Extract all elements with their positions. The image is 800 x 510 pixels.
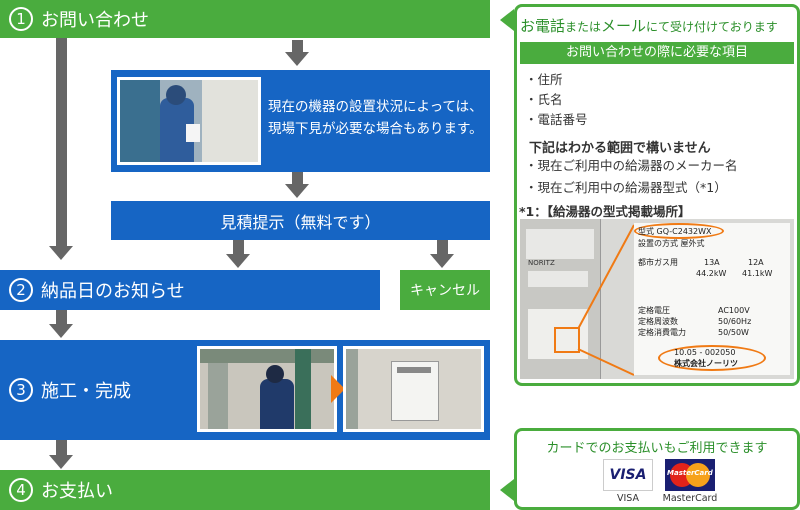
plate-model-number: GQ-C2432WX [656,227,712,236]
step1-bar: 1 お問い合わせ [0,0,490,38]
optional-item: ・現在ご利用中の給湯器型式（*1） [525,180,727,195]
flow-line-step2-3 [56,310,67,324]
required-items-list: ・住所 ・氏名 ・電話番号 [525,70,588,130]
plate-v3: 50/50W [718,328,749,337]
step2-label: 納品日のお知らせ [41,281,185,302]
plate-serial: 10.05 - 002050 [674,348,736,357]
required-items-bar: お問い合わせの際に必要な項目 [520,42,794,64]
step4-bar: 4 お支払い [0,470,490,510]
required-item: ・電話番号 [525,112,588,127]
model-location-note: *1：【給湯器の型式掲載場所】 [519,204,691,219]
visa-logo: VISA [603,459,653,491]
optional-heading: 下記はわかる範囲で構いません [529,141,711,156]
step1-label: お問い合わせ [41,10,149,31]
step3-number: 3 [9,378,33,402]
plate-v1: AC100V [718,306,750,315]
rating-plate: 型式 GQ-C2432WX 設置の方式 屋外式 都市ガス用 13A 12A 44… [634,223,790,375]
payment-panel: カードでのお支払いもご利用できます VISA VISA MasterCard M… [514,428,800,510]
flow-arrow-to-survey [285,52,309,66]
step2-bar: 2 納品日のお知らせ [0,270,380,310]
plate-kw1: 44.2kW [696,269,727,278]
optional-item: ・現在ご利用中の給湯器のメーカー名 [525,158,738,173]
install-photo-after [343,346,484,432]
plate-12a: 12A [748,258,764,267]
contact-heading-mail: メール [601,17,647,35]
step4-label: お支払い [41,481,113,502]
model-number-highlight [634,223,724,239]
step3-label: 施工・完成 [41,381,131,402]
required-item: ・住所 [525,72,563,87]
cancel-box: キャンセル [400,270,490,310]
payment-heading: カードでのお支払いもご利用できます [546,441,768,456]
flow-line-to-estimate [292,172,303,186]
optional-items-list: ・現在ご利用中の給湯器のメーカー名 ・現在ご利用中の給湯器型式（*1） [525,155,738,199]
estimate-label: 見積提示（無料です） [220,212,381,232]
flow-arrow-to-cancel [430,254,454,268]
plate-kw2: 41.1kW [742,269,773,278]
install-arrow-icon [331,375,345,403]
zoom-connector [577,224,635,376]
required-item: ・氏名 [525,92,563,107]
visa-logo-text: VISA [609,467,647,483]
heater-brand: NORITZ [528,259,555,267]
cancel-label: キャンセル [410,283,480,299]
plate-v2-key: 定格周波数 [638,317,678,326]
estimate-bar: 見積提示（無料です） [111,201,490,240]
survey-photo [117,77,261,165]
contact-panel-pointer [500,9,514,31]
contact-heading-post: にて受け付けております [646,20,778,34]
flow-arrow-to-step2 [49,246,73,260]
flow-arrow-to-delivery [226,254,250,268]
plate-gas: 都市ガス用 [638,258,678,267]
mastercard-label: MasterCard [662,493,718,504]
flow-arrow-to-step3 [49,324,73,338]
contact-heading: お電話またはメールにて受け付けております [520,15,778,36]
payment-panel-pointer [500,479,514,501]
mastercard-logo-text: MasterCard [667,469,713,477]
plate-13a: 13A [704,258,720,267]
flow-line-to-survey [292,40,303,54]
step1-number: 1 [9,7,33,31]
flow-line-step3-4 [56,440,67,456]
plate-line2: 設置の方式 屋外式 [638,239,705,248]
flow-line-left [56,38,67,246]
plate-v2: 50/60Hz [718,317,752,326]
contact-heading-or: または [565,20,602,34]
flow-arrow-to-estimate [285,184,309,198]
flow-line-to-delivery [233,240,244,254]
step2-number: 2 [9,278,33,302]
survey-box: 現在の機器の設置状況によっては、現場下見が必要な場合もあります。 [111,70,490,172]
step4-number: 4 [9,478,33,502]
label-zoom-box [554,327,580,353]
heater-unit: NORITZ [520,219,601,379]
plate-v3-key: 定格消費電力 [638,328,686,337]
flow-line-to-cancel [437,240,448,254]
contact-heading-phone: お電話 [520,17,566,35]
maker-highlight [658,345,766,371]
plate-maker: 株式会社ノーリツ [674,359,738,368]
model-label-image: NORITZ 型式 GQ-C2432WX 設置の方式 屋外式 都市ガス用 13A… [520,219,794,379]
contact-panel: お電話またはメールにて受け付けております お問い合わせの際に必要な項目 ・住所 … [514,4,800,386]
install-photo-before [197,346,337,432]
visa-label: VISA [616,493,639,504]
flow-arrow-to-step4 [49,455,73,469]
survey-text: 現在の機器の設置状況によっては、現場下見が必要な場合もあります。 [268,99,483,137]
plate-v1-key: 定格電圧 [638,306,670,315]
plate-model-prefix: 型式 [638,227,654,236]
mastercard-logo: MasterCard [665,459,715,491]
